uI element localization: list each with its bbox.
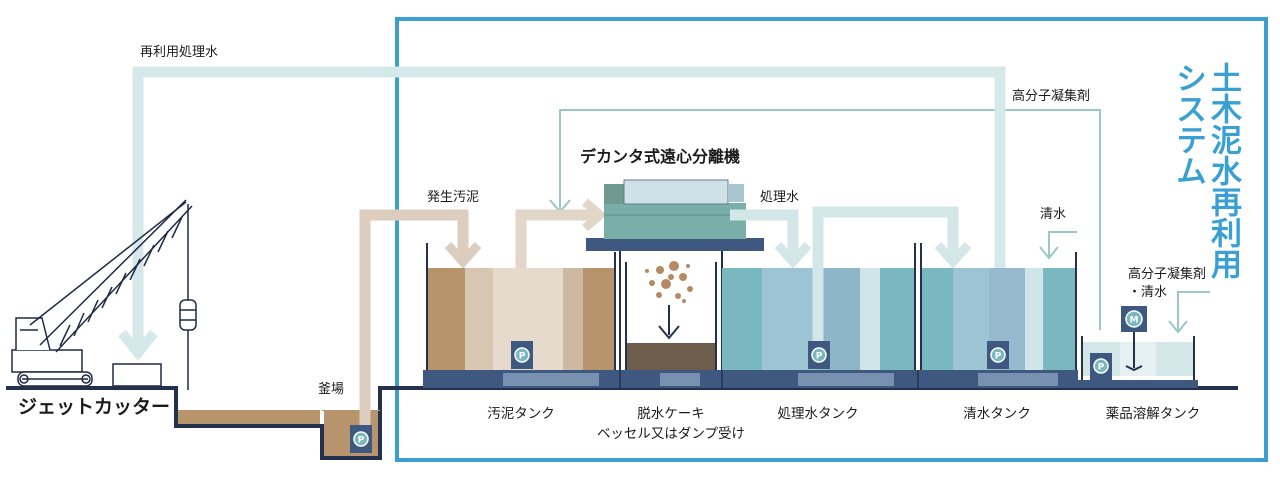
dewatered-cake-vessel: [625, 261, 717, 370]
treated-water-pipe: [730, 209, 799, 258]
chem-inflow-arrowhead: [1168, 320, 1188, 334]
pump-chem-mark: P: [1098, 363, 1105, 373]
pump-sludge: [511, 341, 533, 369]
label-treated-water: 処理水: [760, 190, 799, 205]
clear-water-inflow-arrowhead: [1039, 246, 1059, 260]
pump-treated-mark: P: [816, 352, 823, 362]
motor-symbol: [1125, 310, 1143, 328]
pump-pit-mark: P: [358, 436, 365, 446]
cutter-head: [112, 363, 162, 387]
chem-inflow: [1177, 291, 1210, 332]
label-recycled-water: 再利用処理水: [140, 45, 218, 60]
system-title-line2: システム: [1170, 62, 1206, 186]
trench-mud: [178, 410, 320, 424]
label-treated-water-tank: 処理水タンク: [778, 406, 859, 422]
label-decanter: デカンタ式遠心分離機: [580, 147, 740, 166]
label-chemical-tank: 薬品溶解タンク: [1106, 406, 1201, 422]
decanter-centrifuge: [586, 179, 764, 372]
pump-pit: [350, 425, 372, 453]
polymer-feed-line: [559, 109, 1101, 330]
label-polymer-water-2: ・清水: [1128, 285, 1167, 300]
pump-clear: [987, 341, 1009, 369]
treated-to-clear-pipe: [812, 206, 959, 350]
treated-to-clear-arrowhead: [934, 242, 972, 269]
label-clear-water-tank: 清水タンク: [963, 406, 1031, 422]
pump-sludge-mark: P: [519, 352, 526, 362]
label-generated-sludge: 発生汚泥: [427, 190, 479, 205]
pit-fill: [322, 410, 380, 411]
ground-line: [6, 386, 1238, 460]
system-title-line1: 土木泥水再利用: [1205, 62, 1243, 280]
pump-chem: [1090, 353, 1112, 380]
motor-mark: M: [1130, 316, 1139, 326]
sludge-pipe-arrowhead: [444, 242, 482, 269]
clear-water-inflow: [1048, 231, 1077, 258]
pump-treated: [808, 341, 830, 369]
label-pit: 釜場: [318, 382, 344, 397]
label-clear-water: 清水: [1040, 207, 1066, 222]
sludge-to-decanter-arrowhead: [582, 198, 607, 232]
label-dewatered-cake: 脱水ケーキ: [637, 406, 705, 422]
label-vessel-or-dump: ベッセル又はダンプ受け: [597, 426, 745, 442]
pump-clear-mark: P: [995, 352, 1002, 362]
recycle-water-arrowhead: [118, 329, 158, 362]
label-polymer-top: 高分子凝集剤: [1012, 88, 1090, 104]
jet-cutter-crane: [11, 199, 197, 390]
treated-water-arrowhead: [774, 242, 812, 269]
base-platform: [423, 370, 1078, 388]
system-boundary-frame: [395, 17, 1268, 462]
label-polymer-water-1: 高分子凝集剤: [1128, 266, 1206, 282]
recycle-water-pipe: [132, 66, 1006, 350]
label-jet-cutter: ジェットカッター: [18, 396, 170, 418]
sludge-pipe: [359, 209, 469, 430]
label-sludge-tank: 汚泥タンク: [487, 406, 555, 422]
